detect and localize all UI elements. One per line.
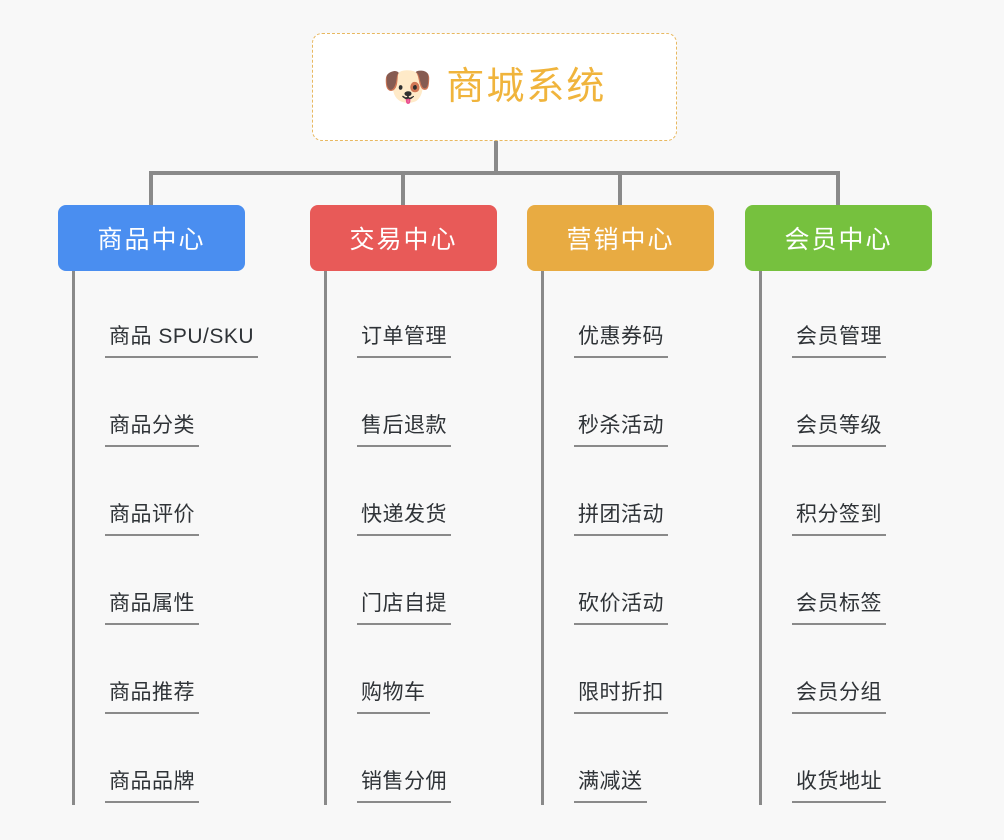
branch-leaf-list: 订单管理售后退款快递发货门店自提购物车销售分佣 [324, 271, 497, 805]
leaf-item[interactable]: 拼团活动 [574, 449, 714, 538]
leaf-item-label: 收货地址 [792, 765, 886, 803]
branch-header[interactable]: 会员中心 [745, 205, 932, 271]
leaf-item-label: 商品分类 [105, 409, 199, 447]
leaf-item[interactable]: 购物车 [357, 627, 497, 716]
branch-column-1: 商品中心商品 SPU/SKU 商品分类商品评价商品属性商品推荐商品品牌 [58, 205, 259, 805]
branch-leaf-list: 商品 SPU/SKU 商品分类商品评价商品属性商品推荐商品品牌 [72, 271, 259, 805]
leaf-item-label: 商品 SPU/SKU [105, 320, 259, 358]
connector-drop-4 [836, 171, 840, 205]
leaf-item[interactable]: 会员等级 [792, 360, 932, 449]
connector-horizontal-bar [149, 171, 840, 175]
leaf-item[interactable]: 会员管理 [792, 271, 932, 360]
branch-column-3: 营销中心优惠券码秒杀活动拼团活动砍价活动限时折扣满减送 [527, 205, 714, 805]
leaf-item-label: 拼团活动 [574, 498, 668, 536]
leaf-item[interactable]: 商品评价 [105, 449, 245, 538]
leaf-item-label: 积分签到 [792, 498, 886, 536]
leaf-item-label: 砍价活动 [574, 587, 668, 625]
branch-header[interactable]: 商品中心 [58, 205, 245, 271]
leaf-item[interactable]: 砍价活动 [574, 538, 714, 627]
shiba-dog-face-icon: 🐶 [382, 64, 433, 110]
leaf-item-label: 售后退款 [357, 409, 451, 447]
root-title: 商城系统 [446, 66, 607, 108]
leaf-item-label: 会员标签 [792, 587, 886, 625]
connector-root-stem [494, 141, 498, 173]
root-node[interactable]: 🐶 商城系统 [312, 33, 677, 141]
leaf-item[interactable]: 收货地址 [792, 716, 932, 805]
leaf-item[interactable]: 快递发货 [357, 449, 497, 538]
leaf-item-label: 秒杀活动 [574, 409, 668, 447]
leaf-item[interactable]: 门店自提 [357, 538, 497, 627]
leaf-item[interactable]: 商品属性 [105, 538, 245, 627]
leaf-item-label: 会员分组 [792, 676, 886, 714]
leaf-item-label: 商品品牌 [105, 765, 199, 803]
leaf-item[interactable]: 售后退款 [357, 360, 497, 449]
leaf-item-label: 优惠券码 [574, 320, 668, 358]
leaf-item-label: 门店自提 [357, 587, 451, 625]
connector-drop-3 [618, 171, 622, 205]
leaf-item[interactable]: 商品 SPU/SKU [105, 271, 259, 360]
leaf-item-label: 会员管理 [792, 320, 886, 358]
leaf-item[interactable]: 积分签到 [792, 449, 932, 538]
branch-leaf-list: 优惠券码秒杀活动拼团活动砍价活动限时折扣满减送 [541, 271, 714, 805]
leaf-item-label: 满减送 [574, 765, 647, 803]
leaf-item-label: 订单管理 [357, 320, 451, 358]
leaf-item[interactable]: 会员分组 [792, 627, 932, 716]
leaf-item[interactable]: 销售分佣 [357, 716, 497, 805]
branch-leaf-list: 会员管理会员等级积分签到会员标签会员分组收货地址 [759, 271, 932, 805]
connector-drop-2 [401, 171, 405, 205]
leaf-item[interactable]: 订单管理 [357, 271, 497, 360]
leaf-item-label: 会员等级 [792, 409, 886, 447]
leaf-item-label: 限时折扣 [574, 676, 668, 714]
connector-drop-1 [149, 171, 153, 205]
leaf-item[interactable]: 会员标签 [792, 538, 932, 627]
leaf-item[interactable]: 商品推荐 [105, 627, 245, 716]
leaf-item[interactable]: 满减送 [574, 716, 714, 805]
leaf-item[interactable]: 商品分类 [105, 360, 245, 449]
leaf-item[interactable]: 限时折扣 [574, 627, 714, 716]
leaf-item[interactable]: 商品品牌 [105, 716, 245, 805]
leaf-item-label: 商品属性 [105, 587, 199, 625]
branch-column-2: 交易中心订单管理售后退款快递发货门店自提购物车销售分佣 [310, 205, 497, 805]
branch-header[interactable]: 交易中心 [310, 205, 497, 271]
leaf-item-label: 商品评价 [105, 498, 199, 536]
leaf-item-label: 商品推荐 [105, 676, 199, 714]
leaf-item[interactable]: 优惠券码 [574, 271, 714, 360]
leaf-item-label: 销售分佣 [357, 765, 451, 803]
leaf-item-label: 快递发货 [357, 498, 451, 536]
branch-header[interactable]: 营销中心 [527, 205, 714, 271]
branch-column-4: 会员中心会员管理会员等级积分签到会员标签会员分组收货地址 [745, 205, 932, 805]
leaf-item[interactable]: 秒杀活动 [574, 360, 714, 449]
leaf-item-label: 购物车 [357, 676, 430, 714]
